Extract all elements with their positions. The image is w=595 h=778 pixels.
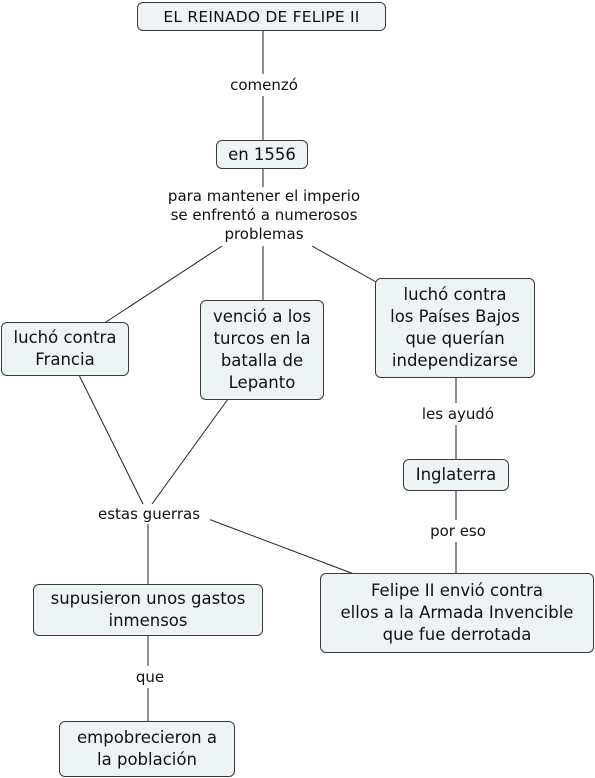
concept-lepanto[interactable]: venció a los turcos en la batalla de Lep… <box>200 300 324 400</box>
concept-year[interactable]: en 1556 <box>216 140 308 169</box>
link-label-guerras: estas guerras <box>88 505 210 524</box>
concept-armada[interactable]: Felipe II envió contra ellos a la Armada… <box>320 573 594 653</box>
concept-francia[interactable]: luchó contra Francia <box>1 322 129 376</box>
line-lepanto-guerras <box>151 398 229 505</box>
line-francia-guerras <box>78 374 144 505</box>
concept-inglaterra[interactable]: Inglaterra <box>403 459 509 491</box>
link-label-que: que <box>126 668 174 687</box>
link-label-por-eso: por eso <box>420 522 496 541</box>
concept-title[interactable]: EL REINADO DE FELIPE II <box>137 2 386 31</box>
line-problemas-francia <box>105 245 223 323</box>
link-label-problemas: para mantener el imperio se enfrentó a n… <box>148 187 380 244</box>
line-guerras-armada <box>202 516 355 575</box>
link-label-comenzo: comenzó <box>224 76 304 95</box>
link-label-ayudo: les ayudó <box>410 405 506 424</box>
concept-gastos[interactable]: supusieron unos gastos inmensos <box>33 584 263 636</box>
concept-empobrecieron[interactable]: empobrecieron a la población <box>59 721 235 777</box>
line-problemas-paises <box>311 245 377 283</box>
concept-paises-bajos[interactable]: luchó contra los Países Bajos que quería… <box>375 278 535 378</box>
